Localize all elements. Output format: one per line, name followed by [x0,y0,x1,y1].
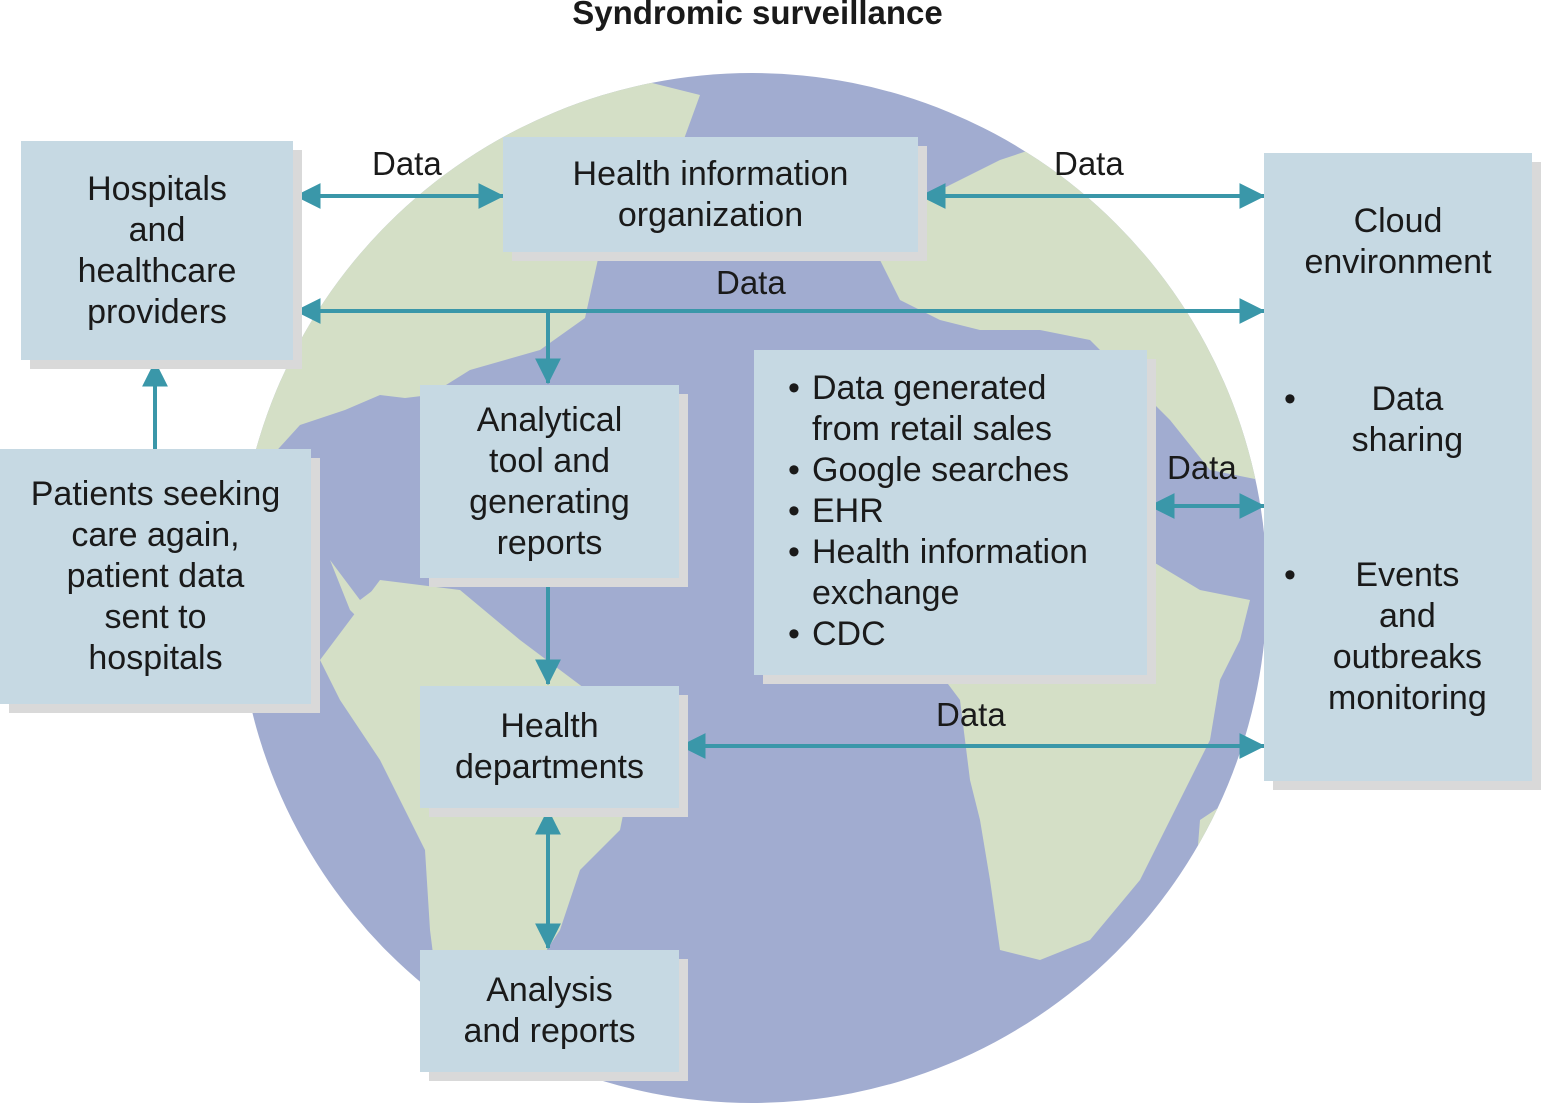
node-patients-label: Patients seeking care again, patient dat… [30,475,281,677]
node-patients: Patients seeking care again, patient dat… [0,449,311,704]
edge-label-departments-cloud: Data [936,696,1006,733]
data-source-hie: Health information exchange [788,532,1088,614]
node-hospitals-label: Hospitals and healthcare providers [77,169,237,331]
node-health-information-organization: Health information organization [503,137,918,252]
edge-label-hospitals-hio: Data [372,145,442,182]
node-health-departments: Health departments [420,686,679,808]
node-hospitals: Hospitals and healthcare providers [21,141,293,360]
data-source-cdc: CDC [788,614,1088,655]
cloud-item-events-monitoring: Events and outbreaks monitoring [1284,555,1487,719]
node-cloud-title: Cloud environment [1304,202,1492,281]
node-analysis-reports-label: Analysis and reports [463,971,636,1050]
data-source-ehr: EHR [788,491,1088,532]
node-health-departments-label: Health departments [455,707,644,786]
node-analytical-label: Analytical tool and generating reports [469,400,630,562]
cloud-item-list: Data sharing Events and outbreaks monito… [1284,379,1487,719]
diagram-title: Syndromic surveillance [572,0,943,31]
data-source-google-searches: Google searches [788,450,1088,491]
node-analysis-reports: Analysis and reports [420,950,679,1072]
node-hio-label: Health information organization [572,154,849,234]
node-analytical-tool: Analytical tool and generating reports [420,385,679,578]
node-cloud-environment: Cloud environment Data sharing Events an… [1264,153,1532,781]
data-source-list: Data generated from retail sales Google … [788,368,1088,655]
data-source-retail-sales: Data generated from retail sales [788,368,1088,450]
cloud-item-data-sharing: Data sharing [1284,379,1487,461]
node-data-sources: Data generated from retail sales Google … [754,350,1147,675]
edge-label-hio-cloud: Data [1054,145,1124,182]
edge-label-sources-cloud: Data [1167,449,1237,486]
edge-label-hospitals-cloud: Data [716,264,786,301]
